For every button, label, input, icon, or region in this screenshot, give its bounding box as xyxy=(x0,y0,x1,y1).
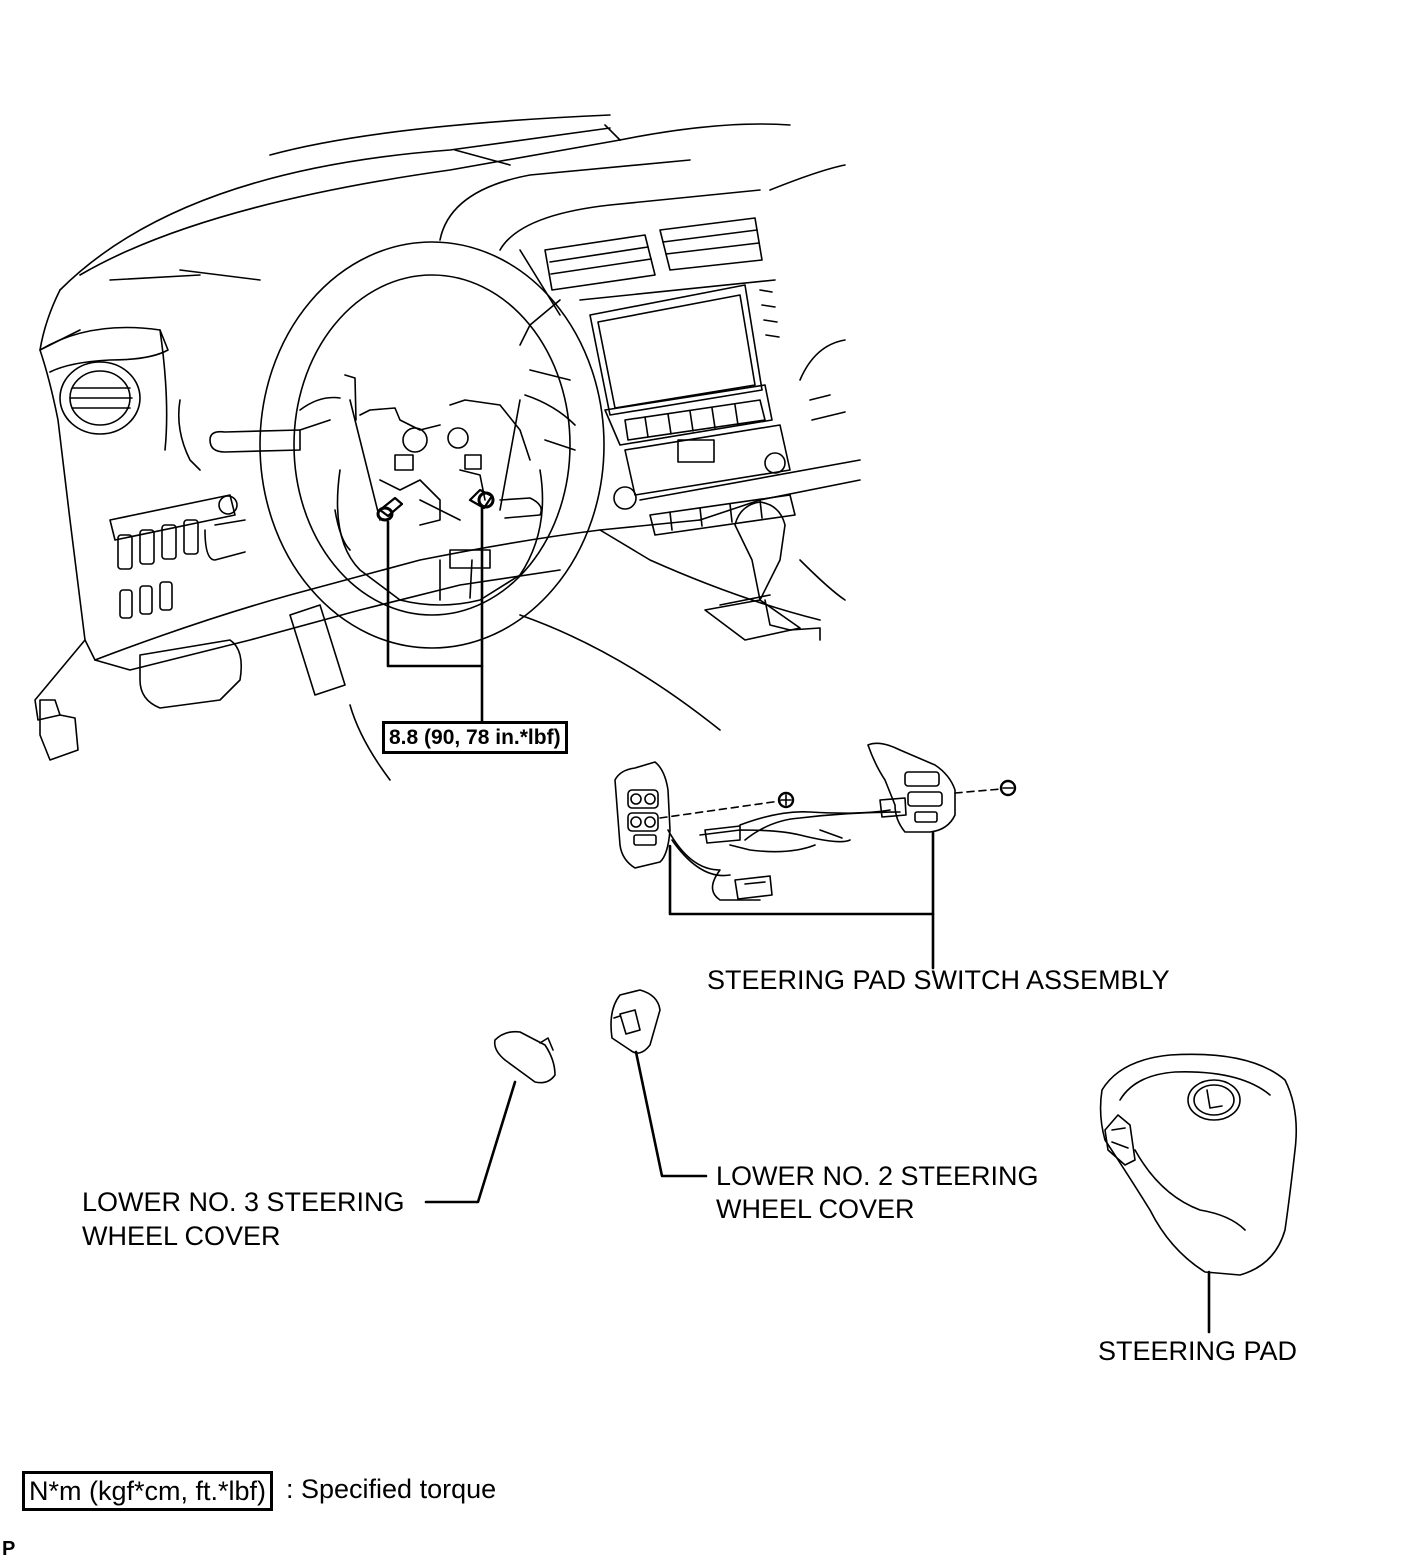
legend-unit-box: N*m (kgf*cm, ft.*lbf) xyxy=(22,1471,274,1511)
pedals xyxy=(39,604,346,761)
lower-no2-leader xyxy=(634,1050,708,1178)
label-lower-no2-cover-line1: LOWER NO. 2 STEERING xyxy=(716,1161,1039,1191)
label-steering-pad-switch-assembly: STEERING PAD SWITCH ASSEMBLY xyxy=(707,965,1170,995)
lower-no3-leader xyxy=(424,1080,517,1204)
legend-description: : Specified torque xyxy=(286,1474,497,1504)
shift-lever xyxy=(704,501,821,641)
label-lower-no3-cover-line2: WHEEL COVER xyxy=(82,1221,281,1251)
torque-callout: 8.8 (90, 78 in.*lbf) xyxy=(382,721,568,754)
steering-pad-switch-assembly-part xyxy=(614,742,1017,901)
lower-no3-cover-part xyxy=(493,1030,556,1084)
steering-wheel xyxy=(259,241,605,649)
dashboard-outline xyxy=(34,114,861,781)
torque-leader-lines xyxy=(386,506,484,724)
steering-column-stalks xyxy=(209,429,543,519)
lower-no2-cover-part xyxy=(610,989,661,1054)
switch-assembly-leader xyxy=(668,830,935,970)
corner-mark: P xyxy=(2,1538,16,1560)
label-steering-pad: STEERING PAD xyxy=(1098,1336,1298,1366)
label-lower-no3-cover-line1: LOWER NO. 3 STEERING xyxy=(82,1187,405,1217)
steering-pad-part xyxy=(1099,1053,1298,1276)
center-vents xyxy=(519,217,776,316)
label-lower-no2-cover-line2: WHEEL COVER xyxy=(716,1194,915,1224)
navigation-display xyxy=(589,284,780,416)
left-switch-panel xyxy=(109,494,246,619)
center-control-panel xyxy=(604,339,846,536)
left-air-vent xyxy=(39,326,201,471)
steering-pad-bolts xyxy=(376,488,495,522)
